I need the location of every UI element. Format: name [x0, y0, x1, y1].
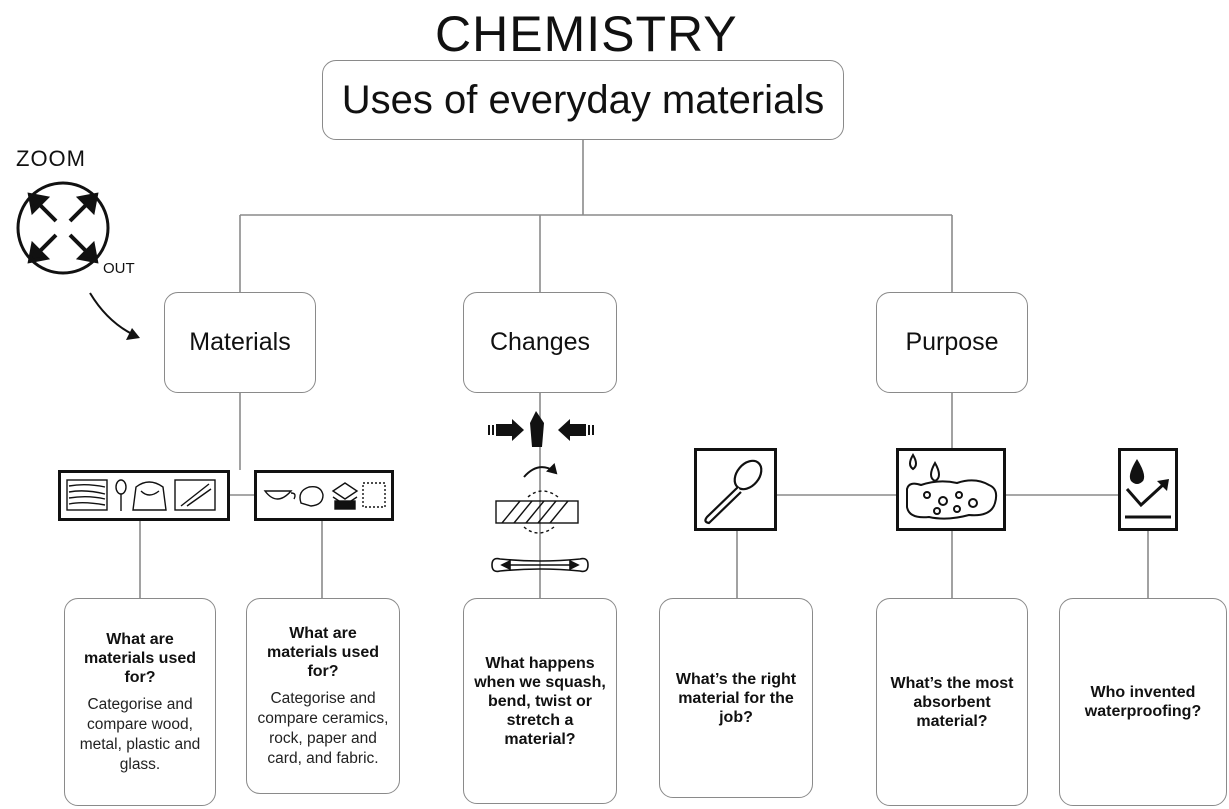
category-label: Changes [489, 328, 591, 356]
wood-grain-icon [66, 479, 108, 511]
question-detail: Categorise and compare wood, metal, plas… [79, 695, 201, 773]
ceramic-bowl-icon [263, 490, 296, 500]
bend-icon [523, 463, 558, 478]
question-box-5: What’s the most absorbent material? [876, 598, 1028, 806]
zoom-out-icon [16, 181, 140, 340]
purpose-waterproof-frame [1118, 448, 1178, 531]
squash-icon [488, 411, 594, 447]
changes-icons [488, 411, 594, 573]
category-changes: Changes [463, 292, 617, 393]
twist-icon [495, 490, 579, 534]
question-title: What’s the right material for the job? [675, 670, 797, 726]
question-box-4: What’s the right material for the job? [659, 598, 813, 798]
question-box-6: Who invented waterproofing? [1059, 598, 1227, 806]
paper-stack-icon [331, 482, 359, 510]
waterproof-icon [1125, 459, 1171, 519]
question-title: What’s the most absorbent material? [890, 674, 1014, 730]
question-title: What are materials used for? [266, 624, 380, 680]
fabric-icon [362, 482, 386, 508]
purpose-sponge-frame [896, 448, 1006, 531]
category-label: Purpose [905, 328, 999, 356]
zoom-label: ZOOM [16, 146, 86, 171]
question-box-2: What are materials used for? Categorise … [246, 598, 400, 794]
stretch-icon [491, 557, 589, 573]
materials-icon-strip-2 [254, 470, 394, 521]
glass-pane-icon [174, 479, 216, 511]
question-title: What are materials used for? [83, 630, 197, 686]
category-purpose: Purpose [876, 292, 1028, 393]
subtitle-box: Uses of everyday materials [322, 60, 844, 140]
spoon-icon [115, 479, 127, 511]
category-materials: Materials [164, 292, 316, 393]
question-box-1: What are materials used for? Categorise … [64, 598, 216, 806]
category-label: Materials [189, 328, 291, 356]
rock-icon [299, 485, 324, 507]
subtitle-text: Uses of everyday materials [341, 77, 825, 122]
question-title: Who invented waterproofing? [1084, 684, 1202, 720]
materials-icon-strip-1 [58, 470, 230, 521]
purpose-spoon-frame [694, 448, 777, 531]
plastic-bag-icon [132, 481, 167, 511]
sponge-icon [906, 453, 998, 520]
out-label: OUT [103, 260, 135, 277]
spoon-icon [704, 459, 763, 525]
question-detail: Categorise and compare ceramics, rock, p… [257, 689, 389, 767]
page-title: CHEMISTRY [425, 4, 748, 64]
question-title: What happens when we squash, bend, twist… [474, 654, 606, 748]
question-box-3: What happens when we squash, bend, twist… [463, 598, 617, 804]
